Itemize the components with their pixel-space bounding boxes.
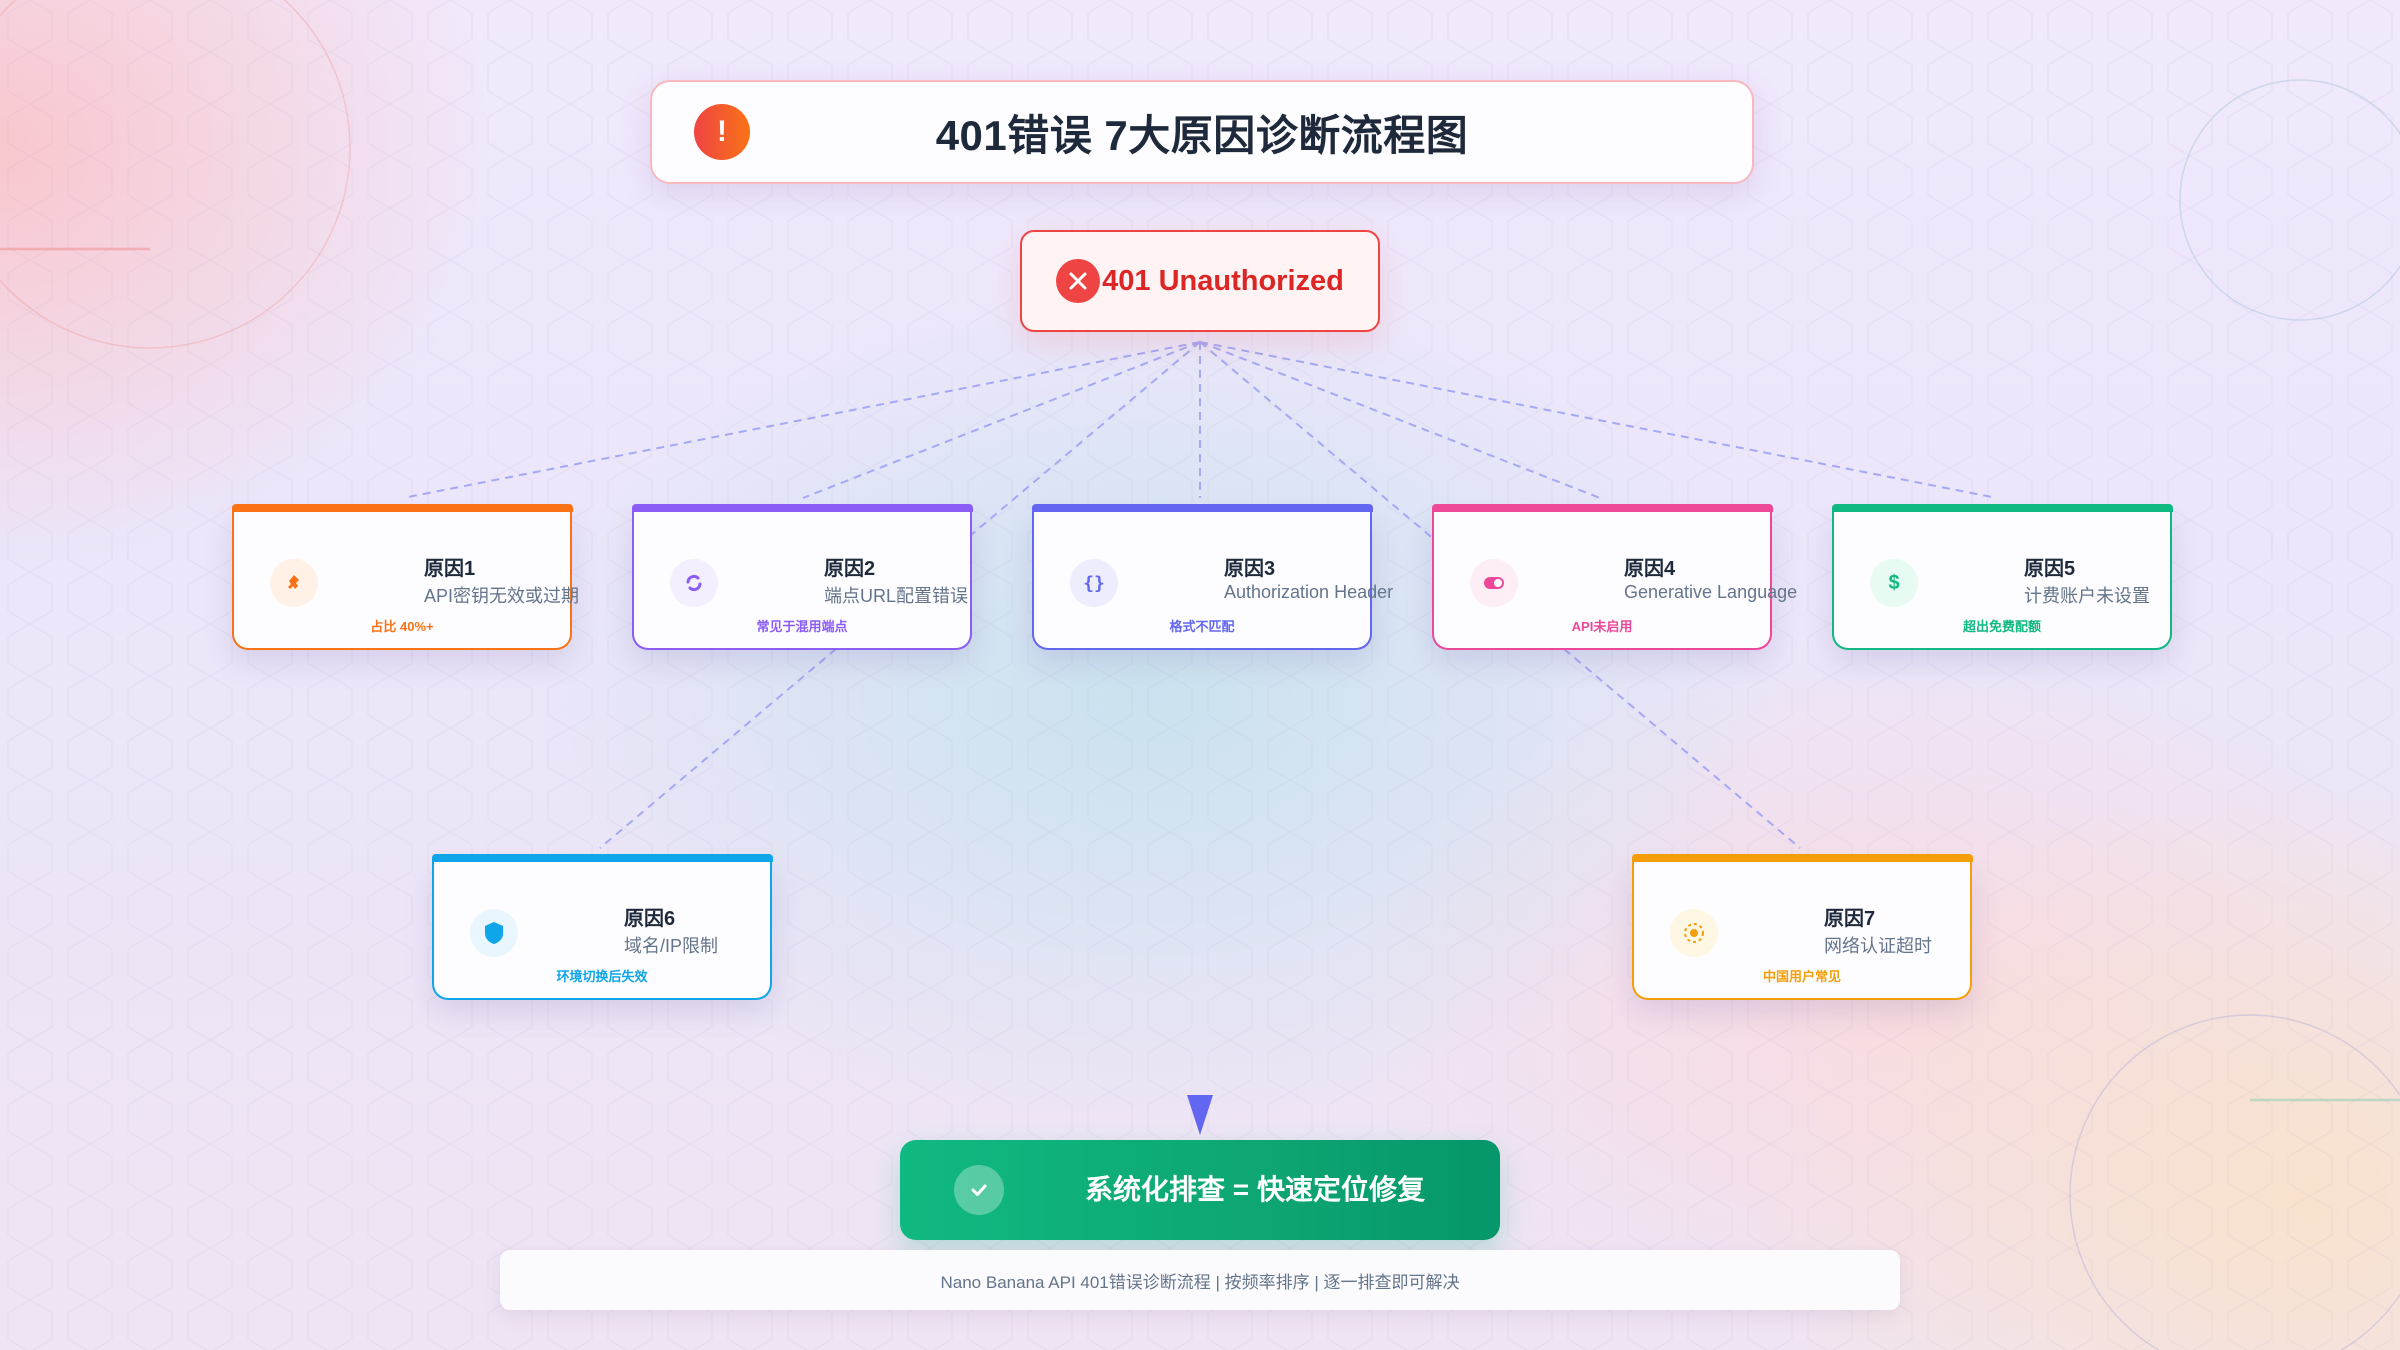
cause-title: 原因3 (1224, 558, 1276, 580)
shield-icon (470, 909, 518, 957)
cause-description: Generative Language (1624, 582, 1798, 602)
cause-description: 计费账户未设置 (2024, 586, 2150, 606)
result-label: 系统化排查 = 快速定位修复 (1085, 1174, 1425, 1205)
cause-card-4[interactable]: 原因4 Generative Language API未启用 (1431, 504, 1797, 650)
cause-description: API密钥无效或过期 (424, 586, 580, 606)
arrow-down-icon (1187, 1095, 1213, 1135)
root-node-label: 401 Unauthorized (1102, 264, 1344, 297)
footer-caption: Nano Banana API 401错误诊断流程 | 按频率排序 | 逐一排查… (500, 1250, 1900, 1310)
footer-text: Nano Banana API 401错误诊断流程 | 按频率排序 | 逐一排查… (940, 1272, 1460, 1292)
cause-description: 网络认证超时 (1824, 936, 1932, 956)
refresh-icon (670, 559, 718, 607)
code-braces-icon: {} (1070, 559, 1118, 607)
cause-tag: 超出免费配额 (1962, 619, 2041, 634)
cause-title: 原因2 (824, 558, 876, 580)
toggle-icon (1470, 559, 1518, 607)
key-icon (270, 559, 318, 607)
cause-tag: 占比 40%+ (370, 619, 434, 634)
check-icon (954, 1165, 1004, 1215)
cause-description: 端点URL配置错误 (824, 586, 969, 606)
cause-title: 原因6 (624, 908, 676, 930)
result-banner: 系统化排查 = 快速定位修复 (900, 1140, 1500, 1240)
cause-card-7[interactable]: 原因7 网络认证超时 中国用户常见 (1631, 854, 1973, 1000)
cause-tag: 环境切换后失效 (556, 969, 648, 984)
cause-description: Authorization Header (1224, 582, 1394, 602)
cause-tag: API未启用 (1571, 619, 1633, 634)
cause-tag: 中国用户常见 (1762, 969, 1841, 984)
cause-title: 原因4 (1624, 558, 1676, 580)
cause-tag: 常见于混用端点 (756, 619, 848, 634)
alert-exclamation-icon: ! (694, 104, 750, 160)
cause-card-5[interactable]: $ 原因5 计费账户未设置 超出免费配额 (1831, 504, 2173, 650)
cause-card-2[interactable]: 原因2 端点URL配置错误 常见于混用端点 (631, 504, 973, 650)
root-node-401-unauthorized[interactable]: 401 Unauthorized (1020, 230, 1380, 332)
cause-tag: 格式不匹配 (1169, 619, 1235, 634)
cause-card-6[interactable]: 原因6 域名/IP限制 环境切换后失效 (431, 854, 773, 1000)
cause-description: 域名/IP限制 (624, 936, 719, 956)
error-x-icon (1056, 259, 1101, 303)
cause-title: 原因7 (1824, 908, 1876, 930)
cause-title: 原因1 (424, 558, 476, 580)
title-card: ! 401错误 7大原因诊断流程图 (650, 80, 1754, 184)
cause-title: 原因5 (2024, 558, 2076, 580)
cause-card-3[interactable]: {} 原因3 Authorization Header 格式不匹配 (1031, 504, 1393, 650)
network-signal-icon (1670, 909, 1718, 957)
dollar-icon: $ (1870, 559, 1918, 607)
cause-card-1[interactable]: 原因1 API密钥无效或过期 占比 40%+ (231, 504, 579, 650)
page-title: 401错误 7大原因诊断流程图 (935, 111, 1469, 159)
